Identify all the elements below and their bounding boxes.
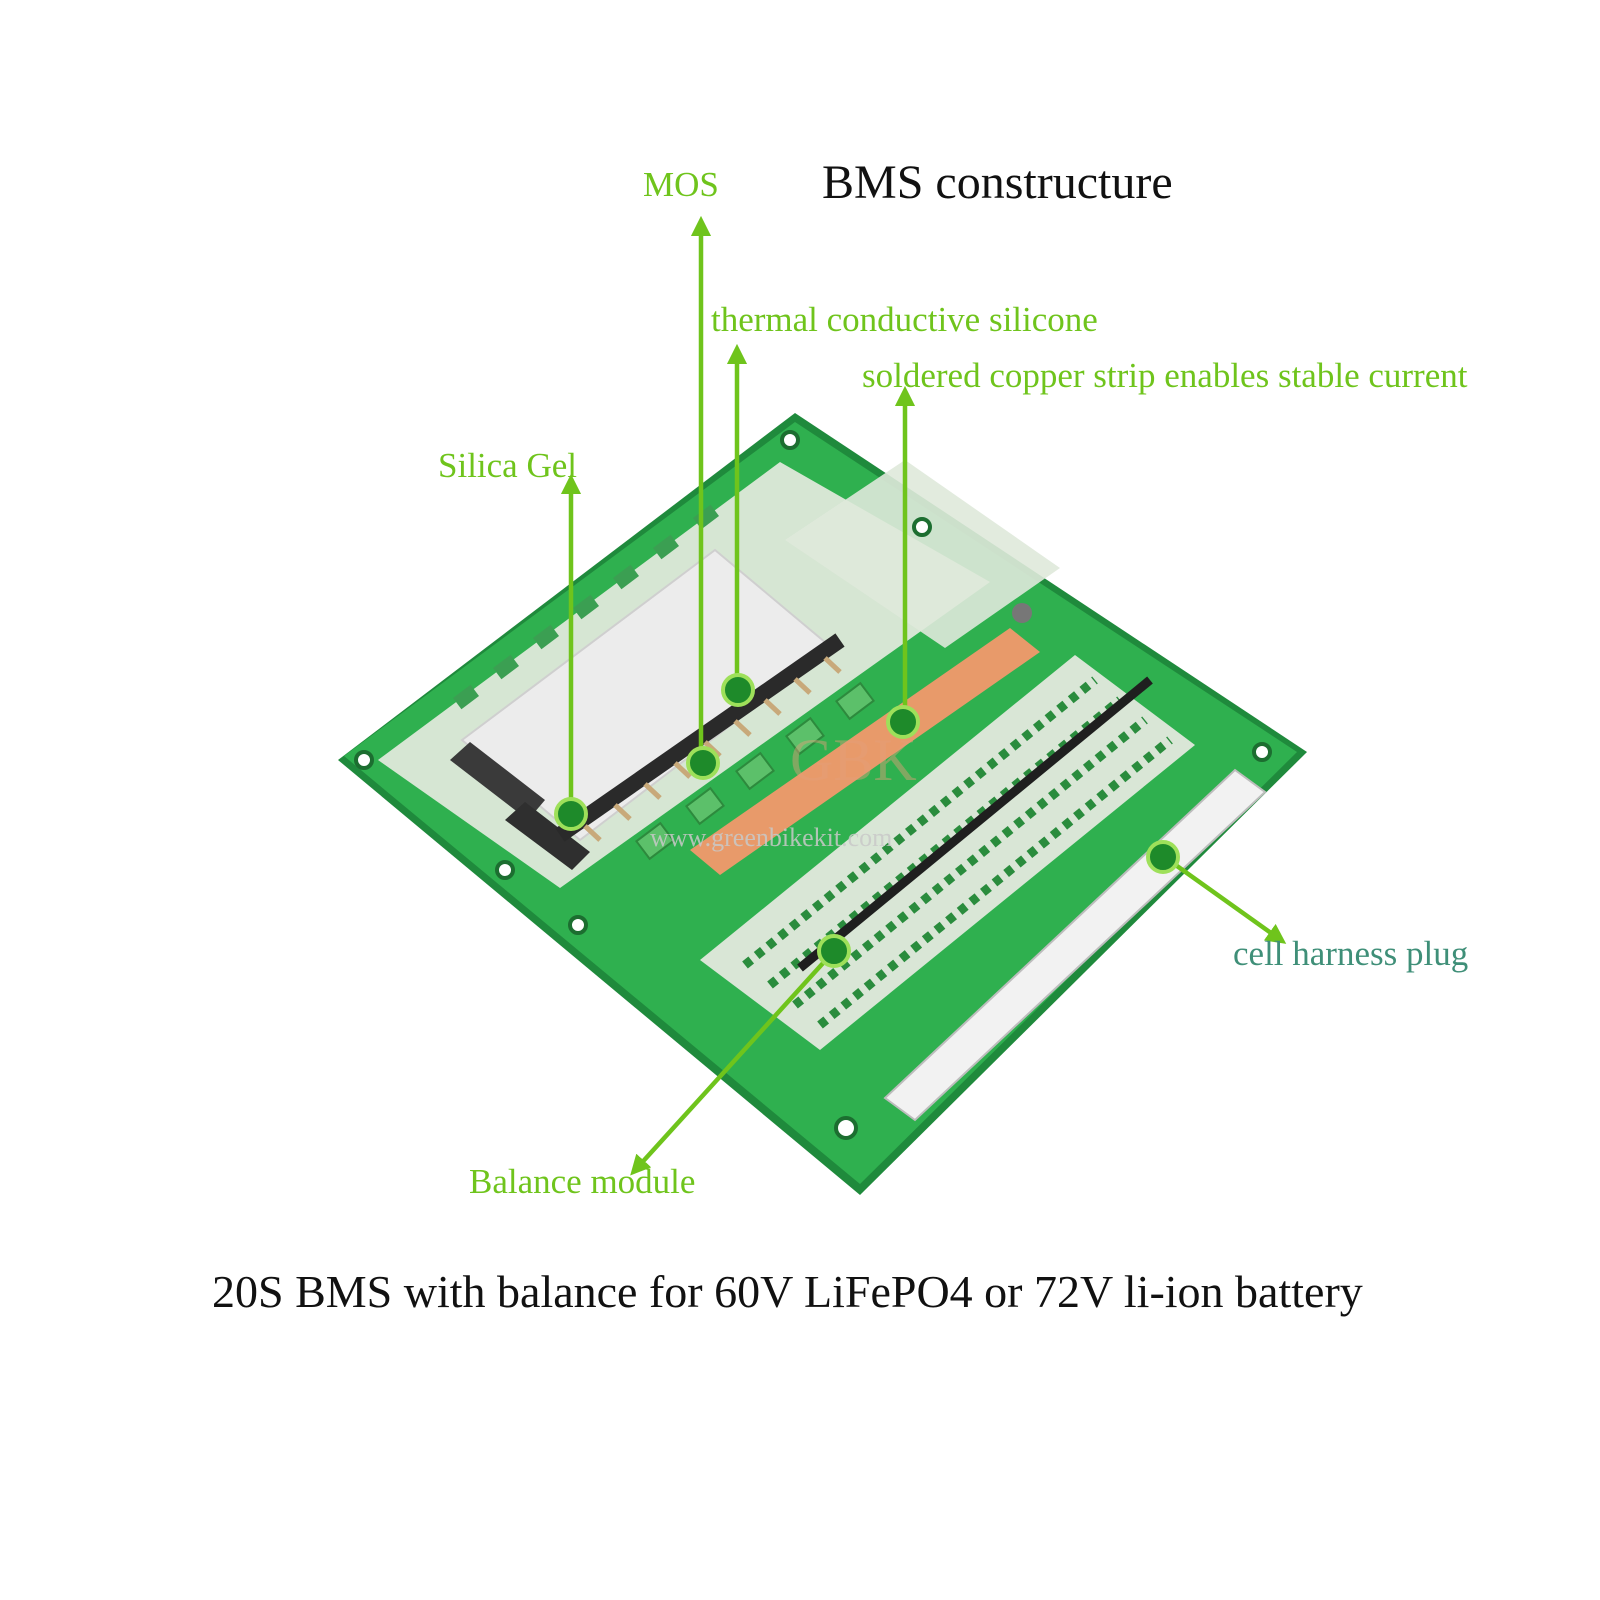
copper-strip [690, 628, 1040, 875]
marker-mos [686, 746, 720, 780]
callout-arrows [560, 215, 1287, 1176]
watermark-text: www.greenbikekit.com [650, 823, 892, 852]
callout-markers [554, 673, 1180, 968]
caption: 20S BMS with balance for 60V LiFePO4 or … [212, 1266, 1363, 1317]
arrow-plug [1161, 854, 1287, 944]
marker-copper [886, 705, 920, 739]
balance-header-pins [797, 676, 1153, 972]
callout-label-thermal: thermal conductive silicone [711, 300, 1098, 339]
callout-label-silica: Silica Gel [438, 446, 577, 485]
watermark-logo: GBK [790, 727, 917, 793]
callout-label-copper: soldered copper strip enables stable cur… [862, 356, 1468, 395]
callout-label-mos: MOS [643, 165, 719, 204]
page-title: BMS constructure [822, 156, 1173, 209]
marker-silica [554, 797, 588, 831]
callout-label-plug: cell harness plug [1233, 934, 1469, 973]
marker-plug [1146, 840, 1180, 874]
arrow-balance [630, 949, 836, 1176]
callout-label-balance: Balance module [469, 1162, 696, 1201]
bms-board: GBK www.greenbikekit.com [338, 413, 1307, 1195]
marker-balance [817, 934, 851, 968]
marker-thermal [721, 673, 755, 707]
